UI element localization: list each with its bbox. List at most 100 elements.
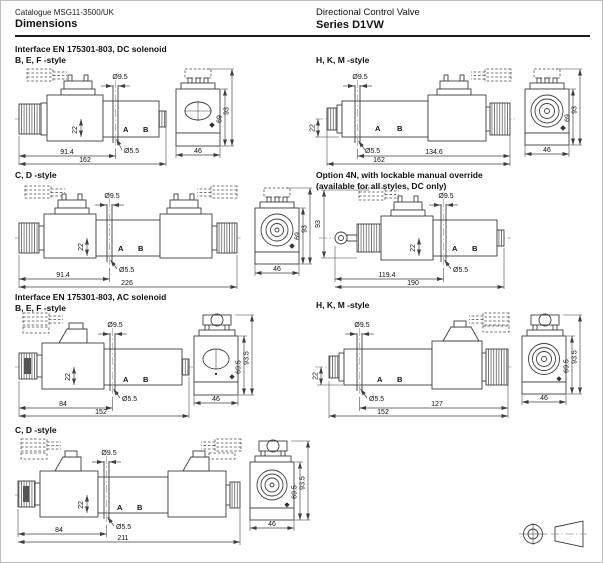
dim-label: 46 [194,148,202,155]
valve-body [341,100,429,138]
heading-dc-title: Interface EN 175301-803, DC solenoid [15,44,167,54]
port-b-label: B [472,244,478,253]
dim-label: Ø9.5 [101,450,116,457]
dim-label: 91.4 [56,272,70,279]
solenoid-body [159,213,213,259]
header-rule [15,35,590,37]
projection-symbol-icon [519,520,587,548]
lock-override-knob [334,231,348,245]
drawing-ac-cd-side: Ø9.5 22 A B Ø5.5 84 211 [15,438,242,545]
dim-label: 69 [217,115,224,123]
drawing-ac-bef-side: Ø9.5 22 A B Ø5.5 84 152 [15,312,193,418]
port-a-label: A [123,125,129,134]
dim-label: 190 [407,280,419,287]
dim-label: Ø9.5 [354,322,369,329]
dim-label: 226 [121,280,133,287]
port-b-label: B [143,125,149,134]
solenoid-body [380,215,434,261]
drawing-ac-bef-end: 69.5 93.5 46 [193,313,254,406]
heading-ac-title: Interface EN 175301-803, AC solenoid [15,292,167,302]
dim-label: Ø5.5 [122,396,137,403]
dim-label: Ø9.5 [107,322,122,329]
dim-label: 93.5 [572,350,579,364]
dim-label: Ø5.5 [124,148,139,155]
dim-label: 211 [117,535,128,542]
dim-label: 46 [212,396,220,403]
dim-label: 93.5 [244,351,251,365]
drawing-dc-bef-end: 69 93 46 [175,68,234,158]
dim-label: Ø9.5 [104,193,119,200]
dim-label: 22 [410,244,417,252]
solenoid-body [431,340,483,390]
dim-label: 127 [431,401,443,408]
solenoid-body [46,94,104,142]
locating-pin [284,502,290,508]
dim-label: 91.4 [60,149,74,156]
drawing-dc-cd-side: Ø9.5 22 A B Ø5.5 91.4 226 [15,185,243,289]
port-b-label: B [138,244,144,253]
drawing-dc-hkm-end: 69 93 46 [524,68,582,157]
knurled-cap [18,103,42,135]
dim-label: Ø5.5 [119,267,134,274]
dim-label: 84 [55,527,63,534]
dim-label: 69 [295,232,302,240]
dim-label: Ø5.5 [453,267,468,274]
valve-end-face [524,88,570,134]
dim-label: 93 [224,107,231,115]
port-b-label: B [143,375,149,384]
port-a-label: A [377,375,383,384]
heading-ac-cd: C, D -style [15,425,57,435]
dim-label: Ø5.5 [365,148,380,155]
dim-label: 134.6 [425,149,443,156]
valve-body [432,219,498,257]
solenoid-body [427,94,487,142]
catalogue-ref: Catalogue MSG11-3500/UK [15,8,115,17]
dim-label: 22 [78,243,85,251]
page-title: Dimensions [15,18,78,30]
heading-dc-hkm: H, K, M -style [316,55,370,65]
dim-label: 69.5 [236,360,243,374]
heading-ac-bef: B, E, F -style [15,303,67,313]
dim-label: 46 [273,266,281,273]
drawing-ac-hkm-end: 69.5 93.5 46 [521,313,582,405]
heading-dc-cd: C, D -style [15,170,57,180]
drawing-dc-bef-side: Ø9.5 22 A B Ø5.5 91.4 162 [15,68,167,166]
dim-label: 22 [313,372,320,380]
drawing-opt4n-side: 93 Ø9.5 22 A B Ø5.5 119.4 190 [315,187,511,289]
solenoid-body [41,342,105,390]
locating-pin [209,122,215,128]
heading-ac-hkm: H, K, M -style [316,300,370,310]
dim-label: 93.5 [300,476,307,490]
drawing-ac-hkm-side: Ø9.5 22 A B Ø5.5 127 152 [313,312,513,418]
solenoid-body [39,470,99,518]
port-a-label: A [375,124,381,133]
dim-label: Ø5.5 [369,396,384,403]
valve-body [95,219,161,257]
dim-label: 84 [59,401,67,408]
dim-label: Ø9.5 [112,74,127,81]
port-b-label: B [397,124,403,133]
dim-label: Ø5.5 [116,524,131,531]
dim-label: 46 [543,147,551,154]
dim-label: 93 [572,106,579,114]
dim-label: 152 [95,409,107,416]
port-a-label: A [452,244,458,253]
dim-label: 93 [302,225,309,233]
solenoid-body [167,470,227,518]
heading-dc-bef: B, E, F -style [15,55,67,65]
solenoid-body [43,213,97,259]
valve-body [97,476,169,514]
valve-body [343,348,433,386]
dim-label: 69.5 [564,359,571,373]
dim-label: 162 [79,157,91,164]
port-a-label: A [117,503,123,512]
dim-label: 22 [78,501,85,509]
locating-pin [556,376,562,382]
locating-pin [289,243,295,249]
port-b-label: B [137,503,143,512]
dim-label: 46 [268,521,276,528]
port-b-label: B [397,375,403,384]
doc-title: Directional Control Valve [316,7,420,18]
dim-label: 22 [310,124,317,132]
